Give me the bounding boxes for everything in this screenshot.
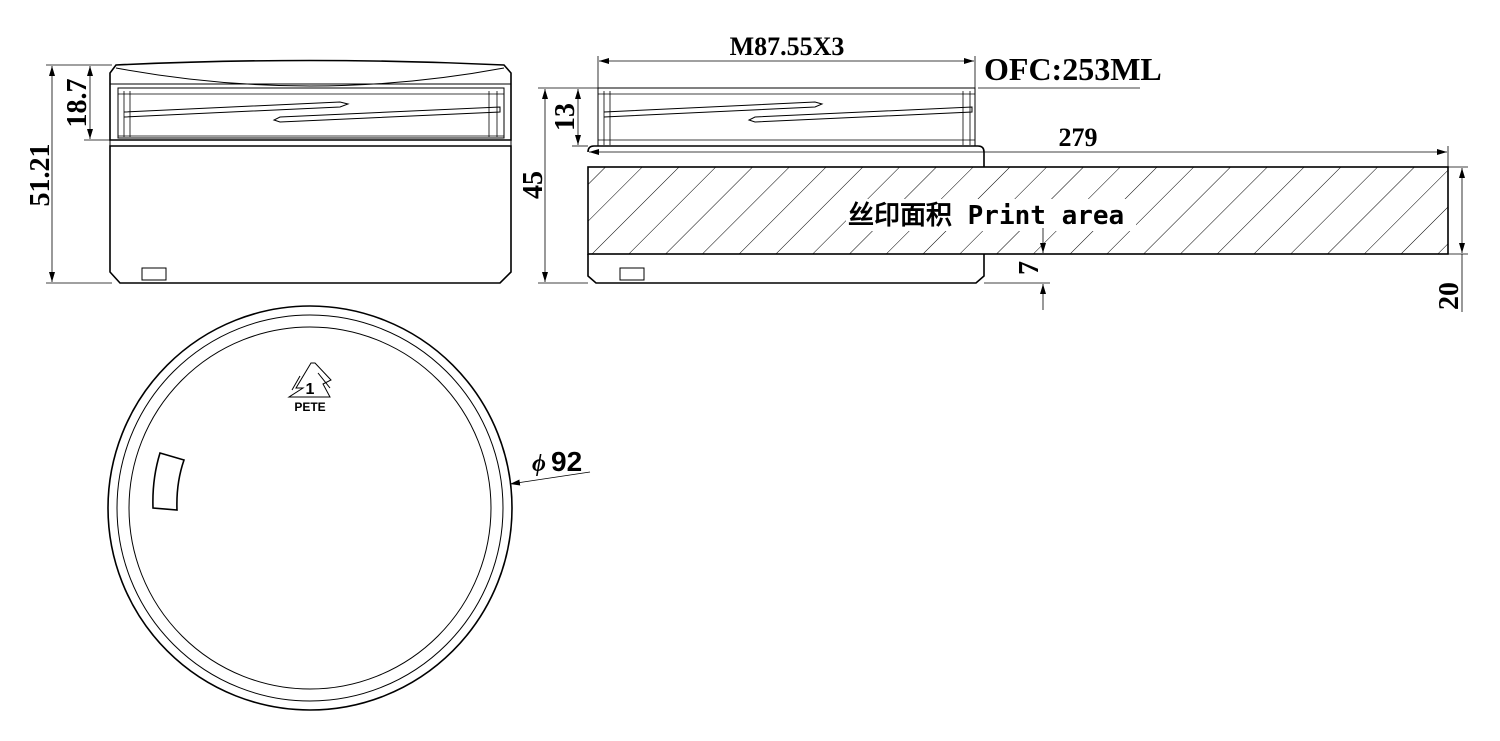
jar-base-tab-2	[619, 267, 645, 281]
dim-body-height: 45	[518, 171, 549, 199]
recycle-code: 1	[306, 381, 315, 398]
neck-thread-line-1	[603, 101, 824, 118]
neck-thread-band	[597, 87, 976, 147]
dim-total-height: 51.21	[25, 144, 56, 207]
dim-cap-height: 18.7	[62, 79, 93, 128]
dim-diameter: 92	[551, 446, 582, 477]
cap-top-curve	[115, 67, 505, 87]
neck-thread-line-2	[747, 106, 973, 123]
jar-shoulder	[587, 145, 985, 167]
dim-print-offset: 7	[1014, 261, 1045, 275]
cap-thread-line-1	[123, 101, 350, 118]
print-area-label-bg	[846, 199, 1136, 231]
jar-body-print-view: 丝印面积 Print area M87.55X3 OFC:253ML 45 13…	[518, 32, 1468, 312]
base-middle-ring	[116, 314, 504, 702]
capacity-label: OFC:253ML	[984, 51, 1162, 87]
recycle-material: PETE	[294, 400, 325, 414]
print-area-label: 丝印面积 Print area	[848, 201, 1124, 231]
jar-base-tab	[141, 267, 167, 281]
recycle-icon	[287, 362, 332, 398]
cap-thread-line-2	[272, 106, 501, 123]
jar-body-outline	[109, 145, 512, 284]
jar-bottom-view: 1 PETE ϕ 92	[107, 305, 591, 711]
base-outer-ring	[107, 305, 513, 711]
base-inner-ring	[128, 326, 492, 690]
dim-thread-height: 13	[550, 103, 581, 131]
jar-with-cap-view: 51.21 18.7	[25, 59, 512, 284]
dim-line-diameter	[509, 471, 591, 486]
dim-print-height: 20	[1434, 282, 1465, 310]
cap-thread-band	[117, 87, 505, 139]
cap-outline	[109, 59, 512, 141]
jar-lower-body	[587, 254, 985, 284]
dim-print-width: 279	[1059, 123, 1098, 152]
base-tab-mark	[152, 452, 186, 511]
dim-thread-spec: M87.55X3	[730, 32, 845, 61]
dim-diameter-symbol: ϕ	[532, 451, 546, 477]
